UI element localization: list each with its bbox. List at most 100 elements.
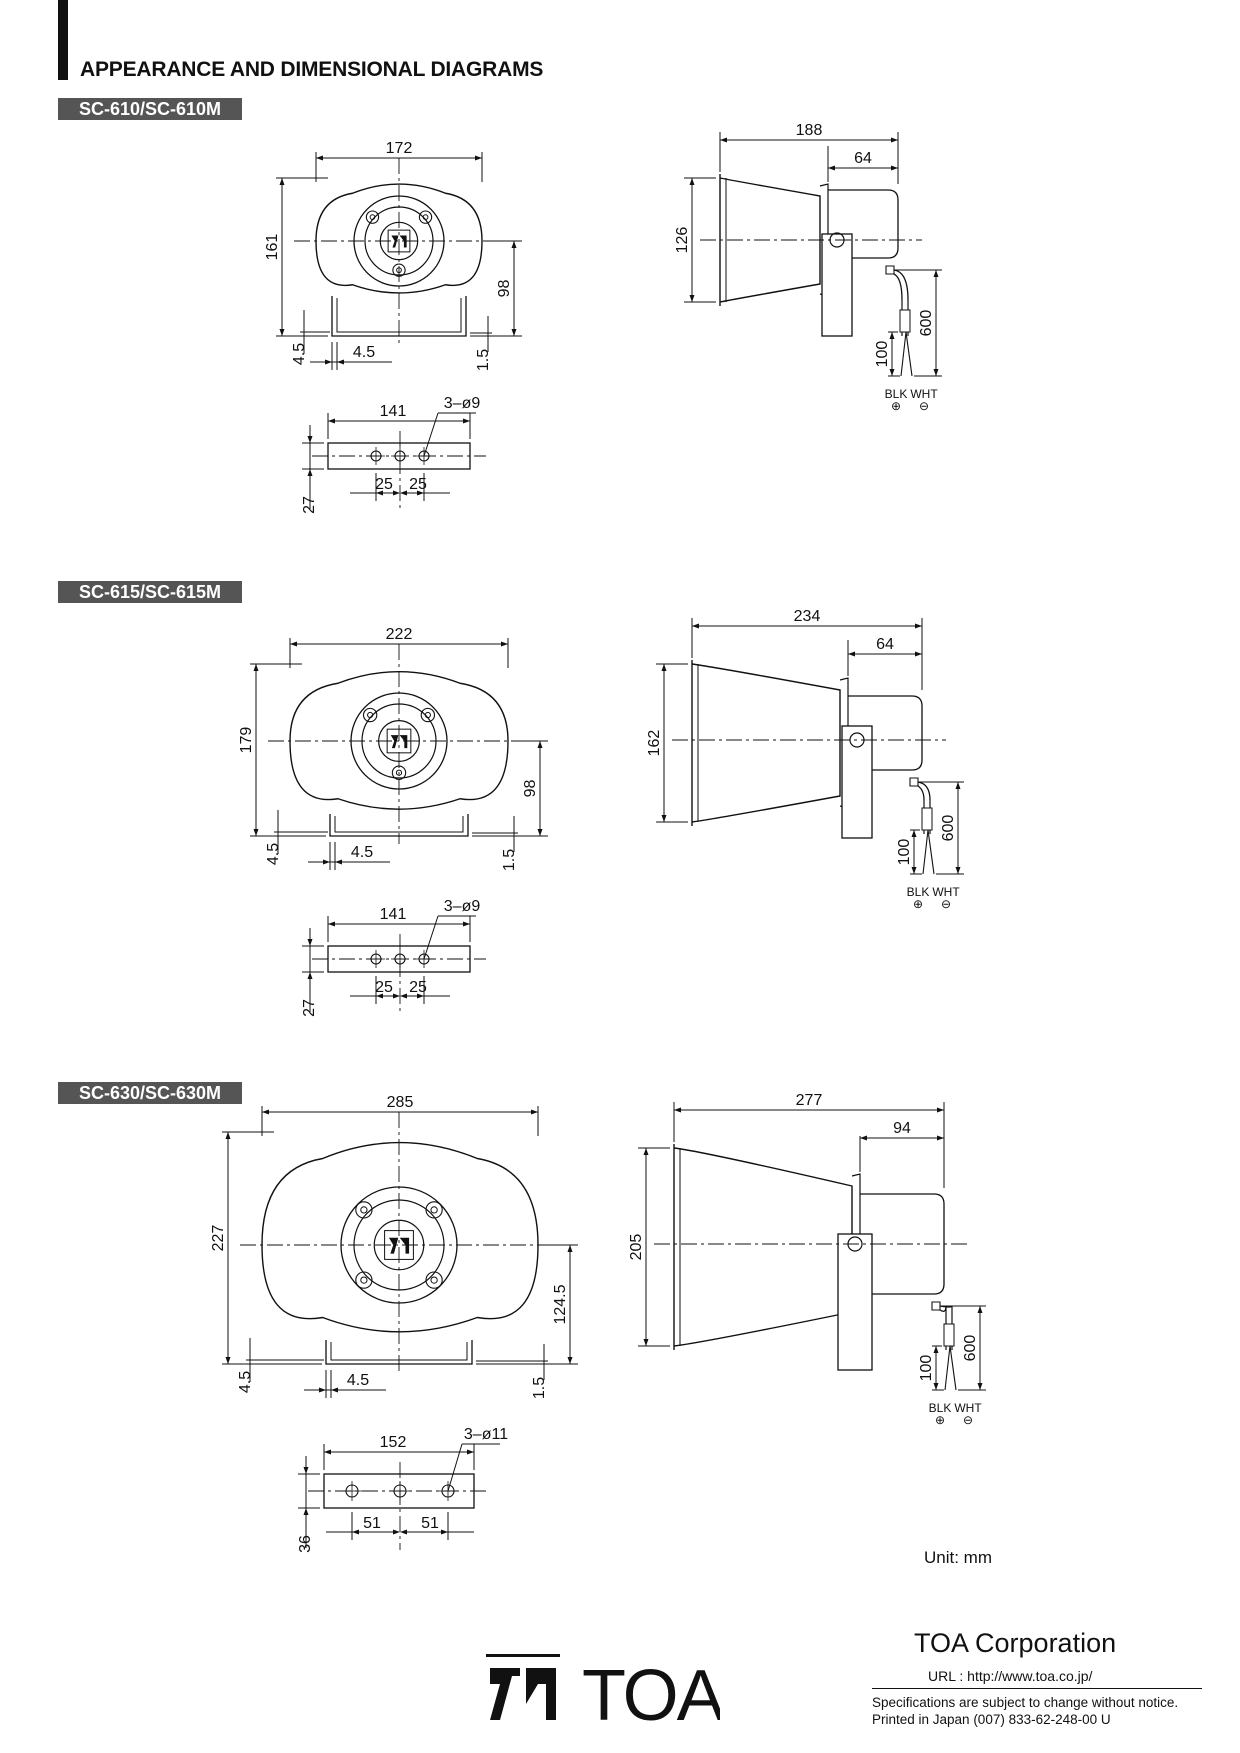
polarity-negative: ⊖ — [919, 399, 929, 413]
svg-text:TOA: TOA — [582, 1656, 720, 1726]
mounting-lug-screw — [430, 1276, 438, 1284]
dimension-arrow — [915, 623, 922, 629]
dimension-arrow — [720, 137, 727, 143]
dimension-arrow — [225, 1132, 231, 1139]
dimension-arrow — [400, 1529, 407, 1535]
dimension-arrow — [417, 993, 424, 999]
mounting-lug — [365, 210, 380, 224]
dimension-arrow — [643, 1339, 649, 1346]
dimension-arrow — [337, 359, 344, 365]
leader-line — [423, 412, 439, 457]
dimension-arrow — [537, 829, 543, 836]
wire-sleeve — [921, 807, 933, 831]
wire-label-white: WHT — [910, 387, 938, 401]
polarity-positive: ⊕ — [891, 399, 901, 413]
lead-wire-end — [944, 1345, 951, 1391]
dimension-arrow — [937, 1107, 944, 1113]
dimension-label: 126 — [674, 227, 691, 254]
dimension-arrow — [417, 490, 424, 496]
dimension-arrow — [643, 1148, 649, 1155]
dimension-label: 161 — [264, 234, 281, 261]
dimension-arrow — [467, 1449, 474, 1455]
model-tag-sc610: SC-610/SC-610M — [58, 98, 242, 120]
dimension-arrow — [307, 972, 313, 979]
dimension-arrow — [889, 369, 895, 376]
dimension-arrow — [463, 418, 470, 424]
dimension-label: 4.5 — [265, 843, 282, 865]
cable-gland — [885, 265, 895, 275]
wire-sleeve — [943, 1323, 955, 1347]
mounting-bracket-inner — [334, 816, 464, 833]
dimension-label: 25 — [409, 476, 427, 493]
toa-logo-wordmark: TOA — [582, 1656, 720, 1726]
model-tag-sc615: SC-615/SC-615M — [58, 581, 242, 603]
mounting-lug-screw — [360, 1276, 368, 1284]
dimension-arrow — [290, 641, 297, 647]
dimension-arrow — [511, 329, 517, 336]
dimension-arrow — [316, 155, 323, 161]
dimension-label: 25 — [375, 476, 393, 493]
dimension-label: 227 — [210, 1225, 227, 1252]
dimension-label: 600 — [940, 815, 957, 842]
model-tag-sc630: SC-630/SC-630M — [58, 1082, 242, 1104]
mounting-lug — [425, 1271, 443, 1289]
company-url: URL : http://www.toa.co.jp/ — [928, 1668, 1093, 1684]
dimension-arrow — [891, 165, 898, 171]
dimension-arrow — [262, 1109, 269, 1115]
dimension-label: 141 — [380, 403, 407, 420]
dimension-arrow — [376, 993, 383, 999]
dimension-label: 600 — [962, 1335, 979, 1362]
cable — [893, 273, 903, 301]
dimension-label: 51 — [421, 1515, 439, 1532]
dimension-arrow — [307, 436, 313, 443]
dimension-arrow — [531, 1109, 538, 1115]
mounting-lug-screw — [367, 711, 374, 719]
dimension-arrow — [325, 359, 332, 365]
dimension-label: 141 — [380, 906, 407, 923]
dimension-arrow — [253, 829, 259, 836]
cable-gland — [909, 777, 919, 787]
mounting-lug — [418, 210, 433, 224]
wire-label-black: BLK — [907, 885, 930, 899]
dimension-arrow — [674, 1107, 681, 1113]
dimension-arrow — [393, 1529, 400, 1535]
dimension-label: 600 — [918, 310, 935, 337]
mounting-lug-screw — [430, 1206, 438, 1214]
leader-line — [447, 1443, 463, 1492]
cable — [893, 269, 909, 301]
dimension-arrow — [955, 782, 961, 789]
dimension-arrow — [891, 137, 898, 143]
dimension-arrow — [915, 651, 922, 657]
dimension-label: 100 — [918, 1355, 935, 1382]
dimension-arrow — [400, 490, 407, 496]
dimension-label: 4.5 — [351, 844, 373, 861]
dimension-arrow — [400, 993, 407, 999]
side-bracket — [837, 1233, 873, 1371]
dimension-arrow — [933, 1346, 939, 1353]
header-accent-bar — [58, 0, 68, 80]
mounting-lug-screw — [422, 214, 429, 221]
dimension-arrow — [933, 1383, 939, 1390]
driver-body — [848, 695, 923, 771]
dimension-label: 100 — [874, 341, 891, 368]
dimension-arrow — [279, 178, 285, 185]
hole-spec-label: 3–ø9 — [444, 395, 481, 412]
dimension-arrow — [977, 1306, 983, 1313]
page-title: APPEARANCE AND DIMENSIONAL DIAGRAMS — [80, 58, 544, 81]
side-bracket — [821, 233, 853, 337]
dimension-label: 4.5 — [291, 343, 308, 365]
driver-body — [828, 189, 899, 259]
dimension-label: 36 — [297, 1535, 314, 1553]
dimension-label: 234 — [794, 608, 821, 625]
dimension-arrow — [911, 830, 917, 837]
dimension-label: 1.5 — [475, 349, 492, 371]
dimension-arrow — [977, 1383, 983, 1390]
dimension-label: 25 — [375, 979, 393, 996]
lead-wire-end — [949, 1345, 957, 1391]
